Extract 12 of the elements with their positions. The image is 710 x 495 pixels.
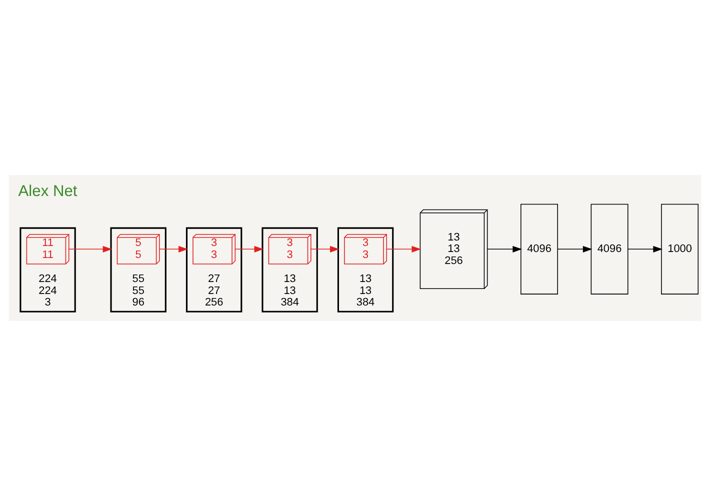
- arrow: [310, 245, 340, 252]
- node-box: 4096: [520, 203, 558, 294]
- arrow: [557, 245, 592, 252]
- arrow: [234, 245, 264, 252]
- arrow: [68, 245, 112, 252]
- arrow: [159, 245, 188, 252]
- node-box: 4096: [590, 203, 628, 294]
- arrow: [487, 245, 522, 252]
- node-box: 1000: [661, 203, 699, 294]
- arrow: [386, 245, 422, 252]
- arrow: [628, 245, 663, 252]
- label: Alex Net: [18, 182, 78, 200]
